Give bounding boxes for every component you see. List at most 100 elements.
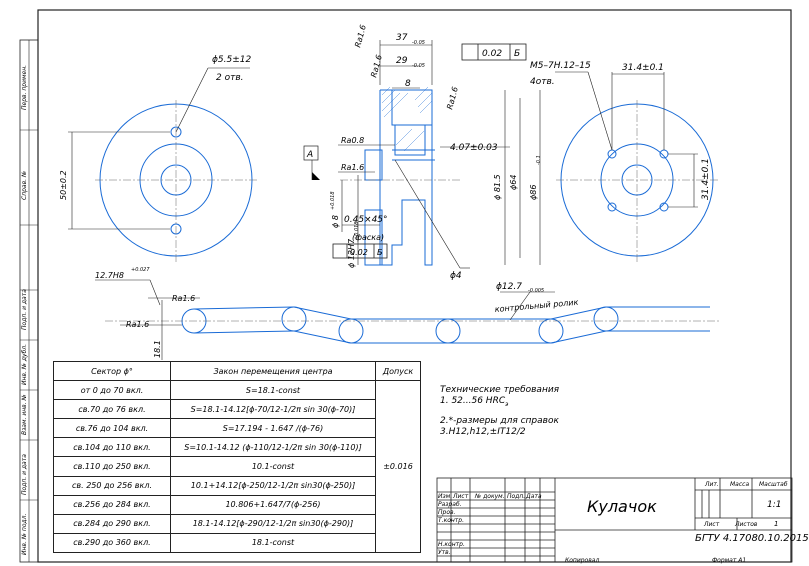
dim-12h7-tol: +0.018 xyxy=(354,221,360,240)
law-formula: 18.1-const xyxy=(170,532,376,554)
tol-frame-value: 0.02 xyxy=(482,49,502,59)
law-sector: св.70 до 76 вкл. xyxy=(53,399,171,420)
dim-29-tol: -0.05 xyxy=(412,63,425,69)
rough-16-d: Ra1.6 xyxy=(341,163,364,172)
technical-requirements: Технические требования 1. 52...56 HRCэ 2… xyxy=(440,385,559,438)
law-sector: св.284 до 290 вкл. xyxy=(53,513,171,534)
tb-scale-value: 1:1 xyxy=(767,500,782,510)
tol-frame2-datum: Б xyxy=(377,248,383,257)
roller-profile xyxy=(181,306,710,344)
law-sector: св.110 до 250 вкл. xyxy=(53,456,171,477)
requirement-1: 1. 52...56 HRC xyxy=(440,396,506,406)
dim-127: ϕ12.7 xyxy=(496,282,522,292)
dim-50: 50±0.2 xyxy=(59,170,68,200)
tb-format: Формат А1 xyxy=(712,557,747,564)
title-block: Изм. Лист № докум. Подп. Дата Разраб. Пр… xyxy=(437,478,809,564)
law-header-tol: Допуск xyxy=(375,360,421,382)
tb-role-ncontrol: Н.контр. xyxy=(438,541,465,548)
tol-frame-bottom xyxy=(332,243,388,259)
datum-a: А xyxy=(306,150,313,160)
chamfer: 0.45×45° xyxy=(344,215,388,225)
rough-16-e: Ra1.6 xyxy=(172,294,195,303)
tb-sheet-label: Лист xyxy=(704,521,720,528)
dim-4: ϕ4 xyxy=(450,271,462,281)
tb-col-izm: Изм. xyxy=(438,493,453,500)
hole-count: 2 отв. xyxy=(216,73,244,83)
motion-law-table: Сектор ϕ° Закон перемещения центра Допус… xyxy=(53,360,421,554)
tb-col-mass: Масса xyxy=(730,481,750,488)
law-formula: 18.1-14.12[ϕ-290/12-1/2π sin30(ϕ-290)] xyxy=(170,513,376,534)
dim-314-h: 31.4±0.1 xyxy=(622,63,664,73)
dim-37: 37 xyxy=(396,33,408,43)
law-sector: св.104 до 110 вкл. xyxy=(53,437,171,458)
tb-col-sign: Подп. xyxy=(507,493,526,500)
law-tolerance: ±0.016 xyxy=(375,380,421,553)
side-label-0: Перв. примен. xyxy=(21,65,28,110)
requirement-2: 2.*-размеры для справок xyxy=(440,415,559,426)
law-sector: св.290 до 360 вкл. xyxy=(53,532,171,554)
dim-37-tol: -0.05 xyxy=(412,40,425,46)
tb-role-dev: Разраб. xyxy=(438,501,462,508)
part-name: Кулачок xyxy=(587,497,657,516)
law-formula: 10.1-const xyxy=(170,456,376,477)
tb-col-scale: Масштаб xyxy=(759,481,788,488)
law-formula: S=10.1-14.12 (ϕ-110/12-1/2π sin 30(ϕ-110… xyxy=(170,437,376,458)
tb-col-doc: № докум. xyxy=(475,493,505,500)
law-sector: от 0 до 70 вкл. xyxy=(53,380,171,401)
law-header-sector: Сектор ϕ° xyxy=(53,360,171,382)
side-label-6: Инв. № подл. xyxy=(21,514,28,555)
tol-frame2-value: 0.02 xyxy=(350,248,368,257)
thread-callout: М5–7Н.12–15 xyxy=(530,61,591,71)
dim-8h-tol: +0.018 xyxy=(330,191,336,210)
dim-127h8: 12.7Н8 xyxy=(95,271,124,280)
side-label-1: Справ. № xyxy=(21,171,28,200)
drawing-code: БГТУ 4.17080.10.2015 xyxy=(695,533,809,544)
dim-86-tol: -0.1 xyxy=(536,155,542,165)
tb-role-approve: Утв. xyxy=(438,549,451,556)
dim-181: 18.1 xyxy=(153,340,162,358)
rough-16-f: Ra1.6 xyxy=(126,320,149,329)
dim-314-v: 31.4±0.1 xyxy=(701,158,711,200)
law-sector: св.76 до 104 вкл. xyxy=(53,418,171,439)
hole-callout: ϕ5.5±12 xyxy=(212,55,252,65)
tol-frame-datum: Б xyxy=(514,49,520,59)
dim-29: 29 xyxy=(396,56,408,66)
dim-8h: ϕ 8 xyxy=(331,215,340,228)
side-label-2: Подп. и дата xyxy=(21,289,28,330)
thread-count: 4отв. xyxy=(530,77,555,87)
law-sector: св.256 до 284 вкл. xyxy=(53,494,171,515)
dim-64: ϕ64 xyxy=(509,175,518,190)
side-label-4: Взам. инв. № xyxy=(21,394,28,435)
tb-role-tcontrol: Т.контр. xyxy=(438,517,465,524)
tb-sheets-value: 1 xyxy=(774,520,779,528)
side-label-5: Подп. и дата xyxy=(21,454,28,495)
requirement-3: 3.Н12,h12,±IT12/2 xyxy=(440,426,526,437)
dim-127h8-tol: +0.027 xyxy=(131,267,150,273)
datum-a-box xyxy=(303,145,319,161)
dim-8: 8 xyxy=(405,79,411,89)
tb-sheets-label: Листов xyxy=(735,521,758,528)
law-formula: S=18.1-14.12[ϕ-70/12-1/2π sin 30(ϕ-70)] xyxy=(170,399,376,420)
side-label-3: Инв. № дубл. xyxy=(21,344,28,385)
requirements-title: Технические требования xyxy=(440,385,560,395)
dim-407: 4.07±0.03 xyxy=(450,143,498,153)
title-block-lines xyxy=(436,477,793,563)
rough-08: Ra0.8 xyxy=(341,136,364,145)
tb-col-date: Дата xyxy=(526,493,542,500)
tb-role-check: Пров. xyxy=(438,509,456,516)
tb-col-lit: Лит. xyxy=(705,481,719,488)
section-view xyxy=(364,89,435,266)
dim-815: ϕ 81.5 xyxy=(493,174,502,200)
requirement-1-sub: э xyxy=(505,400,509,408)
law-formula: 10.1+14.12[ϕ-250/12-1/2π sin30(ϕ-250)] xyxy=(170,475,376,496)
law-formula: S=17.194 - 1.647 /(ϕ-76) xyxy=(170,418,376,439)
dim-127-tol: -0.005 xyxy=(528,288,544,294)
law-header-law: Закон перемещения центра xyxy=(170,360,376,382)
law-formula: S=18.1-const xyxy=(170,380,376,401)
tol-frame-top xyxy=(461,43,527,61)
tb-copied: Копировал xyxy=(565,557,600,564)
dim-12h7: ϕ 12Н7 xyxy=(347,238,356,268)
law-sector: св. 250 до 256 вкл. xyxy=(53,475,171,496)
dim-86: ϕ86 xyxy=(529,185,538,200)
law-formula: 10.806+1.647/7(ϕ-256) xyxy=(170,494,376,515)
